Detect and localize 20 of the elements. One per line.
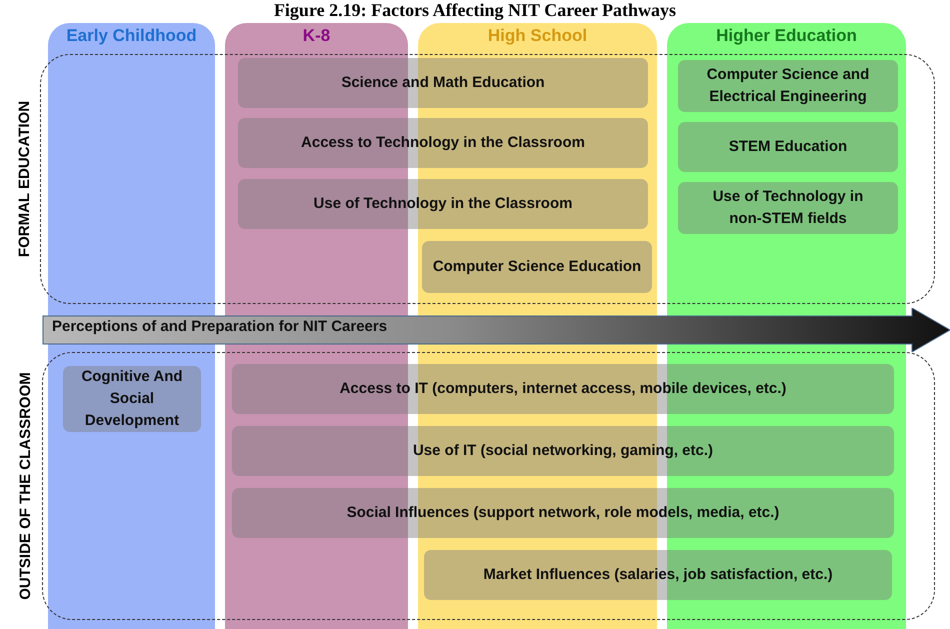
factor-box: Use of IT (social networking, gaming, etc.) [232,426,894,476]
factor-box: Computer Science and Electrical Engineering [678,60,898,112]
factor-box: Cognitive And Social Development [63,366,201,432]
factor-box: STEM Education [678,122,898,172]
stage-heading: Higher Education [715,26,858,46]
stage-heading: High School [486,26,588,46]
factor-box: Social Influences (support network, role models, media, etc.) [232,488,894,538]
figure-title: Figure 2.19: Factors Affecting NIT Career Pathways [272,0,678,21]
arrow-label: Perceptions of and Preparation for NIT Careers [52,318,388,335]
region-label: OUTSIDE OF THE CLASSROOM [16,371,35,602]
stage-heading: Early Childhood [65,26,198,46]
factor-box: Market Influences (salaries, job satisfaction, etc.) [424,550,892,600]
factor-box: Use of Technology in non-STEM fields [678,182,898,234]
factor-box: Science and Math Education [238,58,648,108]
factor-box: Access to IT (computers, internet access, mobile devices, etc.) [232,364,894,414]
stage-heading: K-8 [302,26,332,46]
factor-box: Access to Technology in the Classroom [238,118,648,168]
factor-box: Use of Technology in the Classroom [238,179,648,229]
factor-box: Computer Science Education [422,241,652,293]
region-label: FORMAL EDUCATION [15,100,34,260]
